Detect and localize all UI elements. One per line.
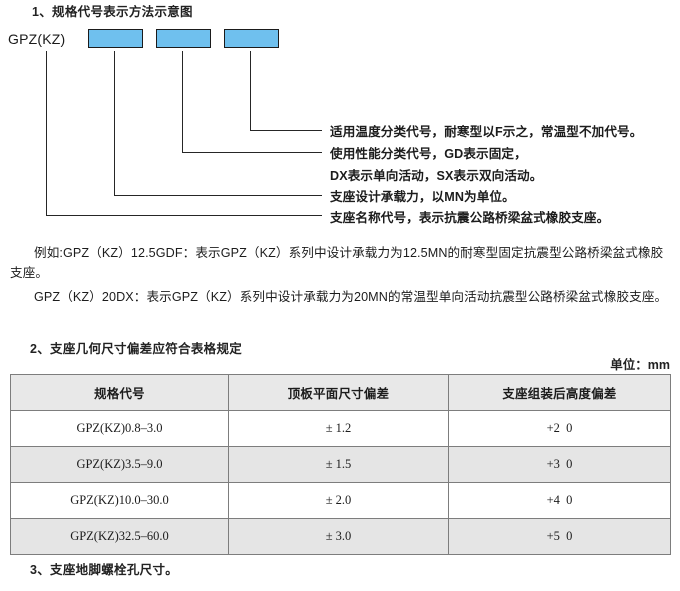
annotation-performance-code-line1: 使用性能分类代号，GD表示固定， [330,147,527,161]
cell-spec-code: GPZ(KZ)0.8–3.0 [10,410,229,447]
section-heading-2: 2、支座几何尺寸偏差应符合表格规定 [30,342,243,356]
cell-plate-tolerance: ± 1.2 [228,410,449,447]
leader-line-name-horizontal [46,215,322,216]
dimension-tolerance-table: 规格代号 顶板平面尺寸偏差 支座组装后高度偏差 GPZ(KZ)0.8–3.0 ±… [10,374,671,555]
section-heading-3: 3、支座地脚螺栓孔尺寸。 [30,563,179,577]
table-row: GPZ(KZ)0.8–3.0 ± 1.2 +2 0 [10,410,671,447]
leader-line-performance-horizontal [182,152,322,153]
section-heading-1: 1、规格代号表示方法示意图 [32,5,193,19]
example-paragraph-1: 例如:GPZ（KZ）12.5GDF：表示GPZ（KZ）系列中设计承载力为12.5… [10,246,664,280]
temperature-code-box [224,29,279,48]
annotation-bearing-capacity: 支座设计承载力，以MN为单位。 [330,190,515,204]
cell-plate-tolerance: ± 1.5 [228,446,449,483]
performance-code-box [156,29,211,48]
cell-plate-tolerance: ± 3.0 [228,518,449,555]
tolerance-value: +2 0 [546,421,573,435]
annotation-temperature-code: 适用温度分类代号，耐寒型以F示之，常温型不加代号。 [330,125,643,139]
table-row: GPZ(KZ)10.0–30.0 ± 2.0 +4 0 [10,482,671,519]
code-prefix-label: GPZ(KZ) [8,31,66,47]
column-header-plate-tolerance: 顶板平面尺寸偏差 [228,374,449,411]
table-row: GPZ(KZ)32.5–60.0 ± 3.0 +5 0 [10,518,671,555]
cell-height-tolerance: +5 0 [448,518,671,555]
tolerance-value: +3 0 [546,457,573,471]
cell-height-tolerance: +3 0 [448,446,671,483]
bearing-capacity-box [88,29,143,48]
column-header-height-tolerance: 支座组装后高度偏差 [448,374,671,411]
spec-code-diagram: GPZ(KZ) 适用温度分类代号，耐寒型以F示之，常温型不加代号。 使用性能分类… [0,18,680,228]
annotation-performance-code-line2: DX表示单向活动，SX表示双向活动。 [330,169,543,183]
cell-plate-tolerance: ± 2.0 [228,482,449,519]
cell-height-tolerance: +2 0 [448,410,671,447]
leader-line-name-vertical [46,51,47,215]
cell-spec-code: GPZ(KZ)3.5–9.0 [10,446,229,483]
cell-height-tolerance: +4 0 [448,482,671,519]
leader-line-capacity-horizontal [114,195,322,196]
column-header-spec-code: 规格代号 [10,374,229,411]
table-unit-note: 单位：mm [610,358,670,372]
cell-spec-code: GPZ(KZ)10.0–30.0 [10,482,229,519]
annotation-bearing-name: 支座名称代号，表示抗震公路桥梁盆式橡胶支座。 [330,211,610,225]
table-header-row: 规格代号 顶板平面尺寸偏差 支座组装后高度偏差 [10,374,671,411]
example-paragraph-2: GPZ（KZ）20DX：表示GPZ（KZ）系列中设计承载力为20MN的常温型单向… [34,290,668,304]
table-row: GPZ(KZ)3.5–9.0 ± 1.5 +3 0 [10,446,671,483]
leader-line-capacity-vertical [114,51,115,195]
cell-spec-code: GPZ(KZ)32.5–60.0 [10,518,229,555]
tolerance-value: +4 0 [546,493,573,507]
leader-line-temperature-vertical [250,51,251,130]
leader-line-performance-vertical [182,51,183,152]
tolerance-value: +5 0 [546,529,573,543]
leader-line-temperature-horizontal [250,130,322,131]
